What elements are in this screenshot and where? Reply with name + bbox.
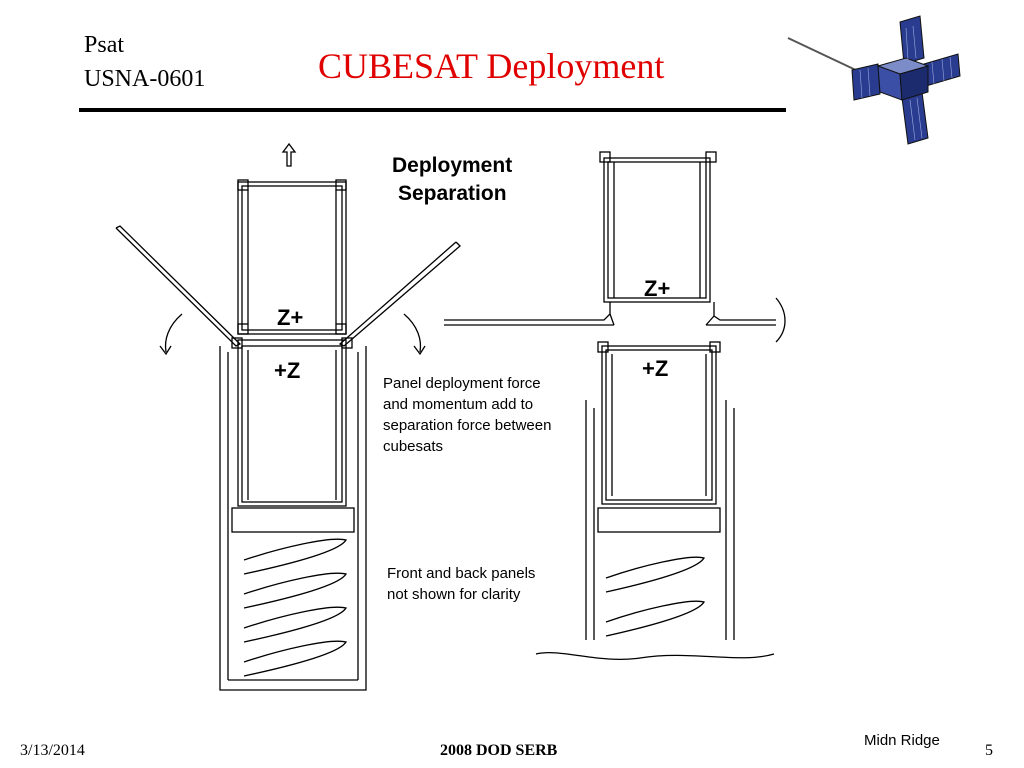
left-upper-cubesat <box>237 179 347 335</box>
left-rotate-arrow <box>164 313 183 353</box>
note-front-line-2: not shown for clarity <box>387 586 521 603</box>
footer-presenter: Midn Ridge <box>864 732 940 749</box>
footer-date: 3/13/2014 <box>20 742 85 759</box>
right-deployed-panels <box>444 297 786 343</box>
right-upper-cubesat <box>599 151 717 303</box>
header-line-1: Psat <box>84 32 125 58</box>
label-deployment: Deployment <box>392 154 512 177</box>
left-side-panels <box>115 225 461 347</box>
left-launcher-tube <box>219 346 367 691</box>
note-panel-line-4: cubesats <box>383 438 443 455</box>
label-separation: Separation <box>398 182 507 205</box>
footer-event: 2008 DOD SERB <box>440 742 558 759</box>
satellite-icon <box>787 15 961 145</box>
page-number: 5 <box>985 742 993 759</box>
label-plus-z-left: +Z <box>274 358 300 383</box>
right-launcher-tube <box>535 400 775 661</box>
slide-title: CUBESAT Deployment <box>318 46 665 86</box>
right-lower-cubesat <box>597 341 721 505</box>
header-line-2: USNA-0601 <box>84 66 206 92</box>
left-lower-cubesat <box>231 337 353 507</box>
note-panel-line-3: separation force between <box>383 417 551 434</box>
note-front-line-1: Front and back panels <box>387 565 535 582</box>
note-panel-line-2: and momentum add to <box>383 396 533 413</box>
label-z-plus-left: Z+ <box>277 305 303 330</box>
note-panel-line-1: Panel deployment force <box>383 375 541 392</box>
up-arrow-icon <box>281 142 297 167</box>
title-underline <box>79 108 786 112</box>
label-z-plus-right: Z+ <box>644 276 670 301</box>
right-rotate-arrow <box>403 313 422 353</box>
label-plus-z-right: +Z <box>642 356 668 381</box>
